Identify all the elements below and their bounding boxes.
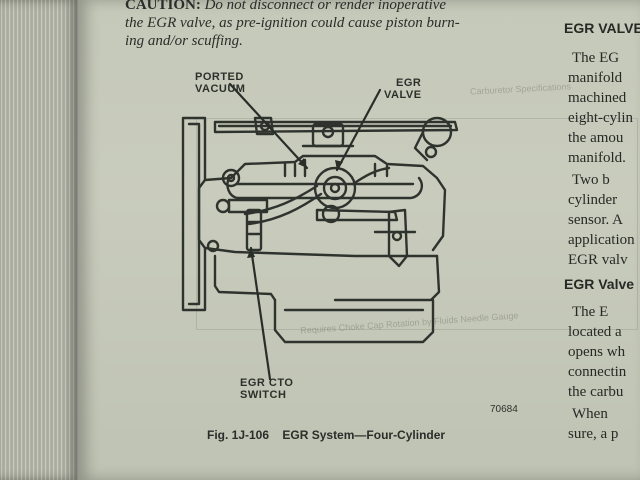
para1-line-2: manifold — [568, 70, 623, 86]
egr-system-diagram — [181, 82, 459, 380]
egr-valve-line-1: EGR — [396, 77, 422, 89]
egr-valve-subheading: EGR Valve — [564, 276, 635, 292]
para3-line-5: the carbu — [568, 384, 624, 400]
caution-note: CAUTION: Do not disconnect or render ino… — [125, 0, 545, 50]
egr-valve-callout: EGR VALVE — [384, 77, 422, 101]
egr-cto-switch-line-1: EGR CTO — [240, 377, 294, 389]
para1-line-3: machined — [568, 90, 627, 106]
right-text-column: EGR VALVE The EG manifold machined eight… — [556, 0, 640, 480]
ported-vacuum-line-2: VACUUM — [195, 83, 246, 95]
caution-line-3: ing and/or scuffing. — [125, 33, 243, 49]
diagram-reference-number: 70684 — [490, 404, 518, 415]
para3-line-1: The E — [572, 304, 609, 320]
egr-valve-line-2: VALVE — [384, 89, 422, 101]
para1-line-4: eight-cylin — [568, 110, 633, 126]
para1-line-6: manifold. — [568, 150, 626, 166]
para1-line-1: The EG — [572, 50, 620, 66]
egr-valve-heading: EGR VALVE — [564, 20, 640, 36]
para2-line-1: Two b — [572, 172, 610, 188]
para4-line-2: sure, a p — [568, 426, 619, 442]
para1-line-5: the amou — [568, 130, 624, 146]
caution-label: CAUTION: — [125, 0, 201, 13]
caution-line-2: the EGR valve, as pre-ignition could cau… — [125, 15, 460, 31]
para3-line-4: connectin — [568, 364, 627, 380]
para3-line-3: opens wh — [568, 344, 626, 360]
para2-line-3: sensor. A — [568, 212, 624, 228]
ported-vacuum-line-1: PORTED — [195, 71, 244, 83]
para2-line-4: application — [568, 232, 635, 248]
egr-cto-switch-line-2: SWITCH — [240, 389, 287, 401]
book-page-edges — [0, 0, 78, 480]
para2-line-5: EGR valv — [568, 252, 628, 268]
para2-line-2: cylinder — [568, 192, 618, 208]
figure-caption: Fig. 1J-106 EGR System—Four-Cylinder — [207, 428, 445, 442]
para3-line-2: located a — [568, 324, 622, 340]
caution-line-1: Do not disconnect or render inoperative — [204, 0, 447, 13]
figure-title: EGR System—Four-Cylinder — [282, 428, 446, 442]
figure-number: Fig. 1J-106 — [207, 428, 270, 442]
para4-line-1: When — [572, 406, 608, 422]
ported-vacuum-callout: PORTED VACUUM — [195, 71, 245, 95]
bleed-through-table — [196, 118, 638, 330]
egr-cto-switch-callout: EGR CTO SWITCH — [240, 377, 293, 401]
book-page — [78, 0, 640, 480]
